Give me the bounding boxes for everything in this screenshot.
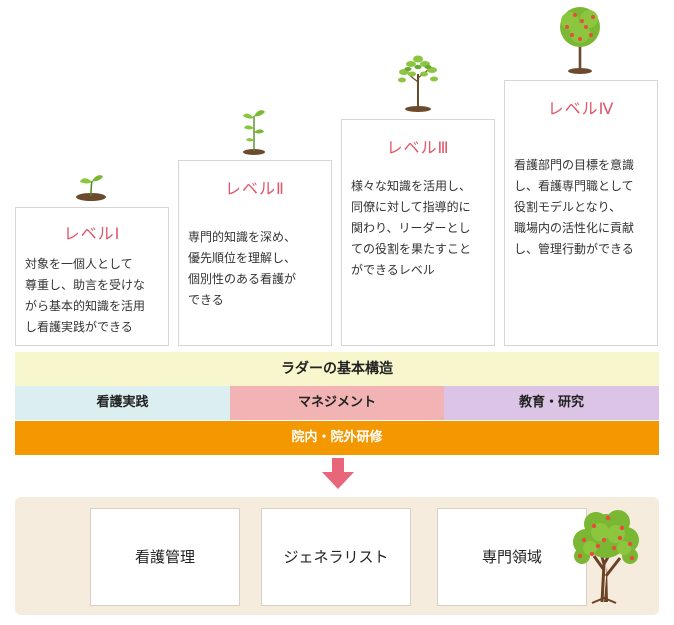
category-management: マネジメント	[230, 386, 444, 420]
level-1-card: レベルⅠ 対象を一個人として 尊重し、助言を受けな がら基本的知識を活用 し看護…	[15, 207, 169, 346]
seedling-icon	[243, 110, 265, 155]
category-education-research: 教育・研究	[444, 386, 659, 420]
level-3-title: レベルⅢ	[386, 138, 450, 157]
level-3-card: レベルⅢ 様々な知識を活用し、 同僚に対して指導的に 関わり、リーダーとし ての…	[341, 119, 495, 346]
path-generalist: ジェネラリスト	[261, 508, 411, 606]
path-nursing-management: 看護管理	[90, 508, 240, 606]
level-4-description: 看護部門の目標を意識 し、看護専門職として 役割モデルとなり、 職場内の活性化に…	[514, 158, 635, 256]
large-tree-icon	[573, 510, 639, 604]
level-1-title: レベルⅠ	[63, 224, 121, 243]
level-2-card: レベルⅡ 専門的知識を深め、 優先順位を理解し、 個別性のある看護が できる	[178, 160, 332, 346]
category-nursing-practice: 看護実践	[15, 386, 230, 420]
level-2-description: 専門的知識を深め、 優先順位を理解し、 個別性のある看護が できる	[188, 230, 297, 307]
fruit-tree-icon	[560, 7, 600, 74]
level-1-description: 対象を一個人として 尊重し、助言を受けな がら基本的知識を活用 し看護実践ができ…	[25, 257, 146, 334]
training-bar: 院内・院外研修	[15, 421, 659, 455]
sprout-icon	[76, 175, 106, 201]
level-2-title: レベルⅡ	[225, 179, 285, 198]
path-specialty-field: 専門領域	[437, 508, 587, 606]
down-arrow-icon	[322, 458, 354, 489]
young-tree-icon	[398, 55, 438, 112]
level-4-card: レベルⅣ 看護部門の目標を意識 し、看護専門職として 役割モデルとなり、 職場内…	[504, 80, 658, 346]
level-4-title: レベルⅣ	[547, 99, 615, 118]
ladder-structure-title: ラダーの基本構造	[15, 352, 659, 386]
level-3-description: 様々な知識を活用し、 同僚に対して指導的に 関わり、リーダーとし ての役割を果た…	[351, 179, 472, 277]
